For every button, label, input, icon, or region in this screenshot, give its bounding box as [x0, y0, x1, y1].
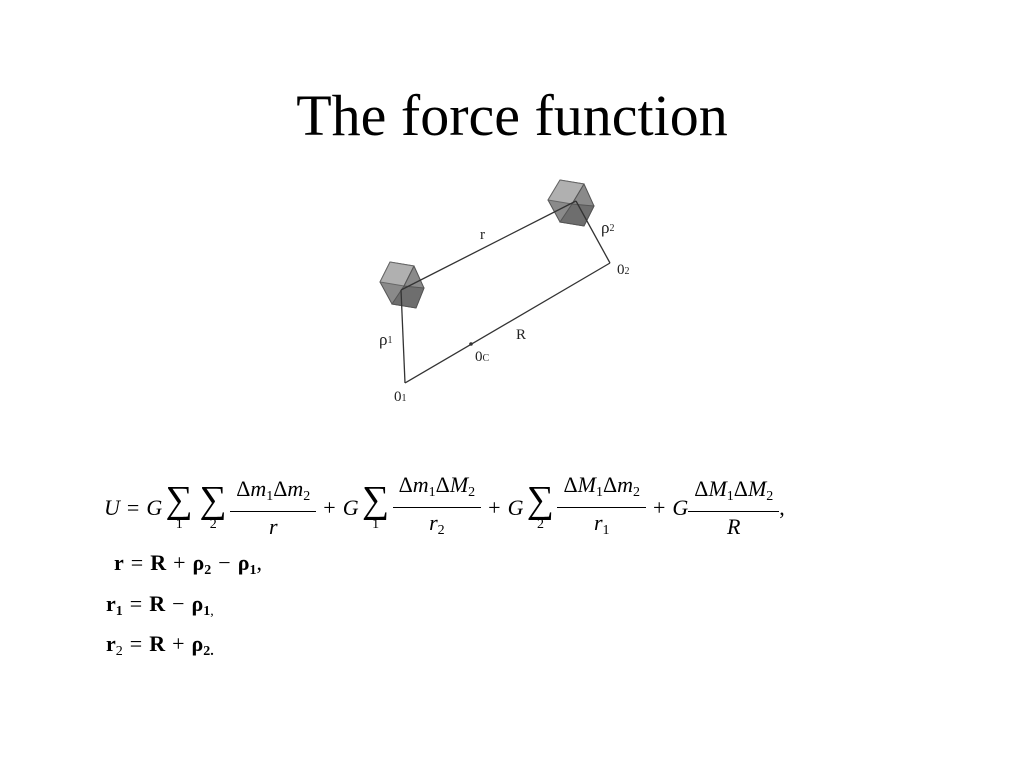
equation-r1: r1=R−ρ1, [106, 591, 214, 619]
vector-rho2-line [575, 200, 611, 264]
sum-over-body-1: ∑1 [165, 479, 193, 532]
equation-relative-position: r=R+ρ2−ρ1, [114, 550, 262, 578]
label-oc: 0C [475, 349, 490, 365]
center-of-mass-point [469, 342, 473, 346]
label-o1: 01 [394, 389, 407, 405]
sum-over-body-2: ∑2 [199, 479, 227, 532]
vector-R-line [404, 262, 611, 384]
equation-r2: r2=R+ρ2. [106, 631, 214, 659]
vector-r-line [400, 200, 577, 291]
label-o2: 02 [617, 262, 630, 278]
label-R: R [516, 327, 526, 343]
label-rho1: ρ1 [379, 330, 392, 349]
body-1-cube [379, 261, 425, 309]
sum-term-2: ∑1 [362, 479, 390, 532]
label-r: r [480, 227, 485, 243]
vector-rho1-line [400, 289, 406, 384]
sum-term-3: ∑2 [526, 479, 554, 532]
label-rho2: ρ2 [601, 218, 614, 237]
slide-title: The force function [296, 82, 728, 148]
symbol-U: U [104, 495, 120, 520]
